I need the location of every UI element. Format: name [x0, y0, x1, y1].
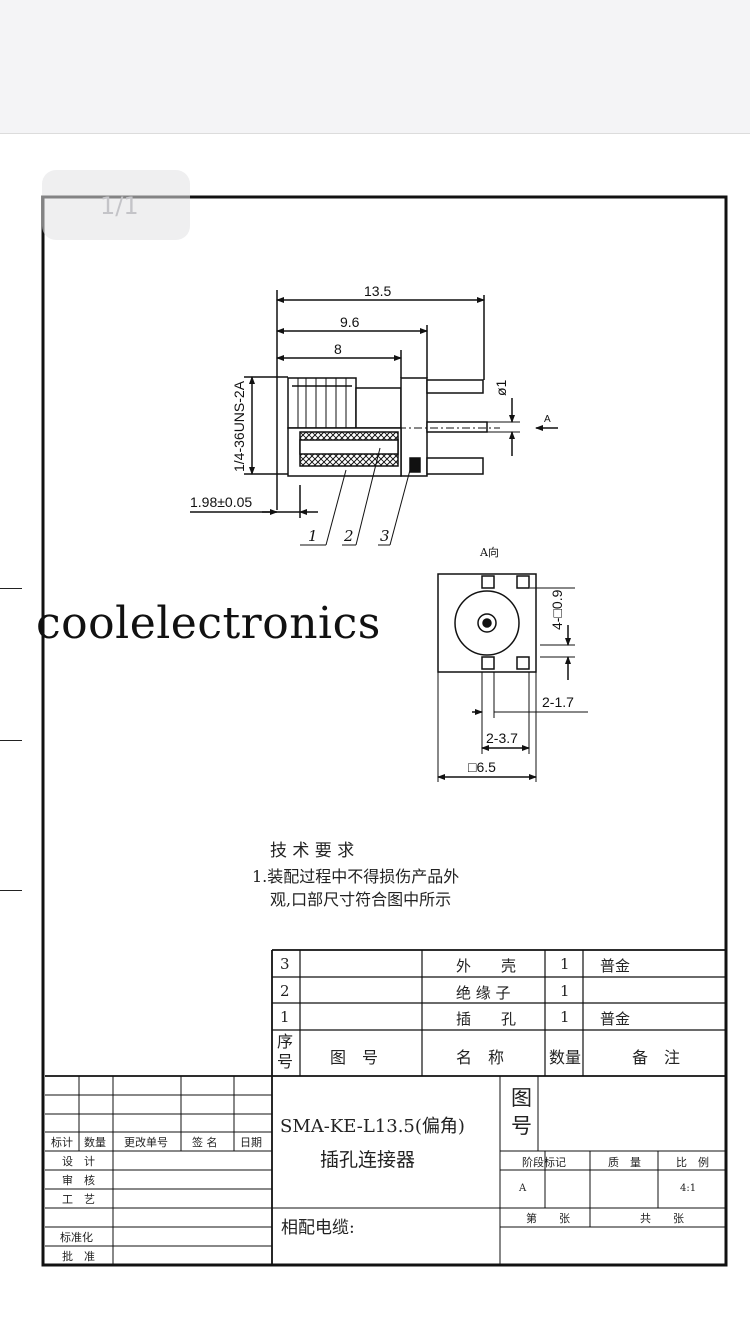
title-block-grid [45, 1075, 726, 1265]
product-description: 插孔连接器 [320, 1149, 416, 1171]
parts-row-3-remark: 普金 [600, 957, 631, 975]
stage-value: A [519, 1183, 527, 1194]
margin-tick-2 [0, 740, 22, 741]
rev-header-change-no: 更改单号 [124, 1136, 168, 1149]
margin-tick-3 [0, 890, 22, 891]
parts-row-1-qty: 1 [560, 1008, 570, 1026]
dim-2-3-7: 2-3.7 [486, 730, 518, 746]
parts-row-1-no: 1 [280, 1008, 290, 1026]
callout-2: 2 [343, 527, 354, 545]
tech-notes-title: 技 术 要 求 [270, 841, 355, 861]
parts-row-3-qty: 1 [560, 955, 570, 973]
watermark: coolelectronics [36, 598, 381, 649]
callout-1: 1 [308, 527, 318, 545]
dim-8: 8 [334, 341, 342, 357]
parts-row-2-name: 绝 缘 子 [456, 984, 511, 1002]
sheet-label: 第 张 [526, 1212, 570, 1225]
dim-sq6-5: □6.5 [468, 759, 496, 775]
scale-value: 4:1 [680, 1183, 697, 1194]
role-design: 设 计 [62, 1155, 95, 1168]
parts-row-3-no: 3 [280, 955, 290, 973]
mating-cable-label: 相配电缆: [281, 1218, 355, 1238]
weight-label: 质 量 [608, 1156, 641, 1169]
drawing-number-label: 图号 [511, 1086, 532, 1138]
parts-header-name: 名 称 [456, 1048, 505, 1067]
callout-3: 3 [380, 527, 390, 545]
dim-13-5: 13.5 [364, 283, 391, 299]
rev-header-mark: 标计 [51, 1136, 73, 1149]
parts-header-remark: 备 注 [632, 1048, 681, 1067]
side-view [190, 290, 558, 546]
stage-mark-label: 阶段标记 [522, 1156, 566, 1169]
drawing-border [41, 195, 728, 1267]
dim-4-sq0-9: 4-□0.9 [549, 589, 565, 630]
view-a-title: A向 [479, 545, 499, 559]
role-approval: 批 准 [62, 1250, 95, 1263]
parts-row-1-name: 插 孔 [456, 1010, 517, 1028]
parts-row-2-qty: 1 [560, 982, 570, 1000]
tech-notes-line-2: 观,口部尺寸符合图中所示 [270, 890, 452, 909]
parts-row-3-name: 外 壳 [456, 957, 517, 975]
role-process: 工 艺 [62, 1193, 95, 1206]
rev-header-signature: 签 名 [192, 1136, 218, 1149]
dim-thread: 1/4-36UNS-2A [231, 380, 247, 472]
parts-header-drawing-no: 图 号 [330, 1048, 379, 1067]
role-review: 审 核 [62, 1174, 95, 1187]
dim-2-1-7: 2-1.7 [542, 694, 574, 710]
total-sheets-label: 共 张 [640, 1212, 684, 1225]
tech-notes-line-1: 1.装配过程中不得损伤产品外 [252, 867, 460, 886]
dim-9-6: 9.6 [340, 314, 360, 330]
dim-1-98: 1.98±0.05 [190, 494, 252, 510]
view-a [437, 573, 588, 782]
rev-header-qty: 数量 [84, 1136, 106, 1149]
scale-label: 比 例 [676, 1156, 709, 1169]
dim-phi1: ø1 [493, 379, 509, 396]
parts-header-no: 序号 [277, 1032, 294, 1071]
margin-tick-1 [0, 588, 22, 589]
page-indicator: 1/1 [42, 170, 190, 240]
rev-header-date: 日期 [240, 1136, 262, 1149]
parts-table-grid [271, 949, 726, 1265]
role-standardization: 标准化 [60, 1231, 93, 1244]
view-a-arrow-label: A [544, 414, 551, 425]
parts-header-qty: 数量 [549, 1048, 582, 1067]
parts-row-1-remark: 普金 [600, 1010, 631, 1028]
parts-row-2-no: 2 [280, 982, 290, 1000]
product-name: SMA-KE-L13.5(偏角) [280, 1116, 465, 1137]
browser-top-bar [0, 0, 750, 134]
